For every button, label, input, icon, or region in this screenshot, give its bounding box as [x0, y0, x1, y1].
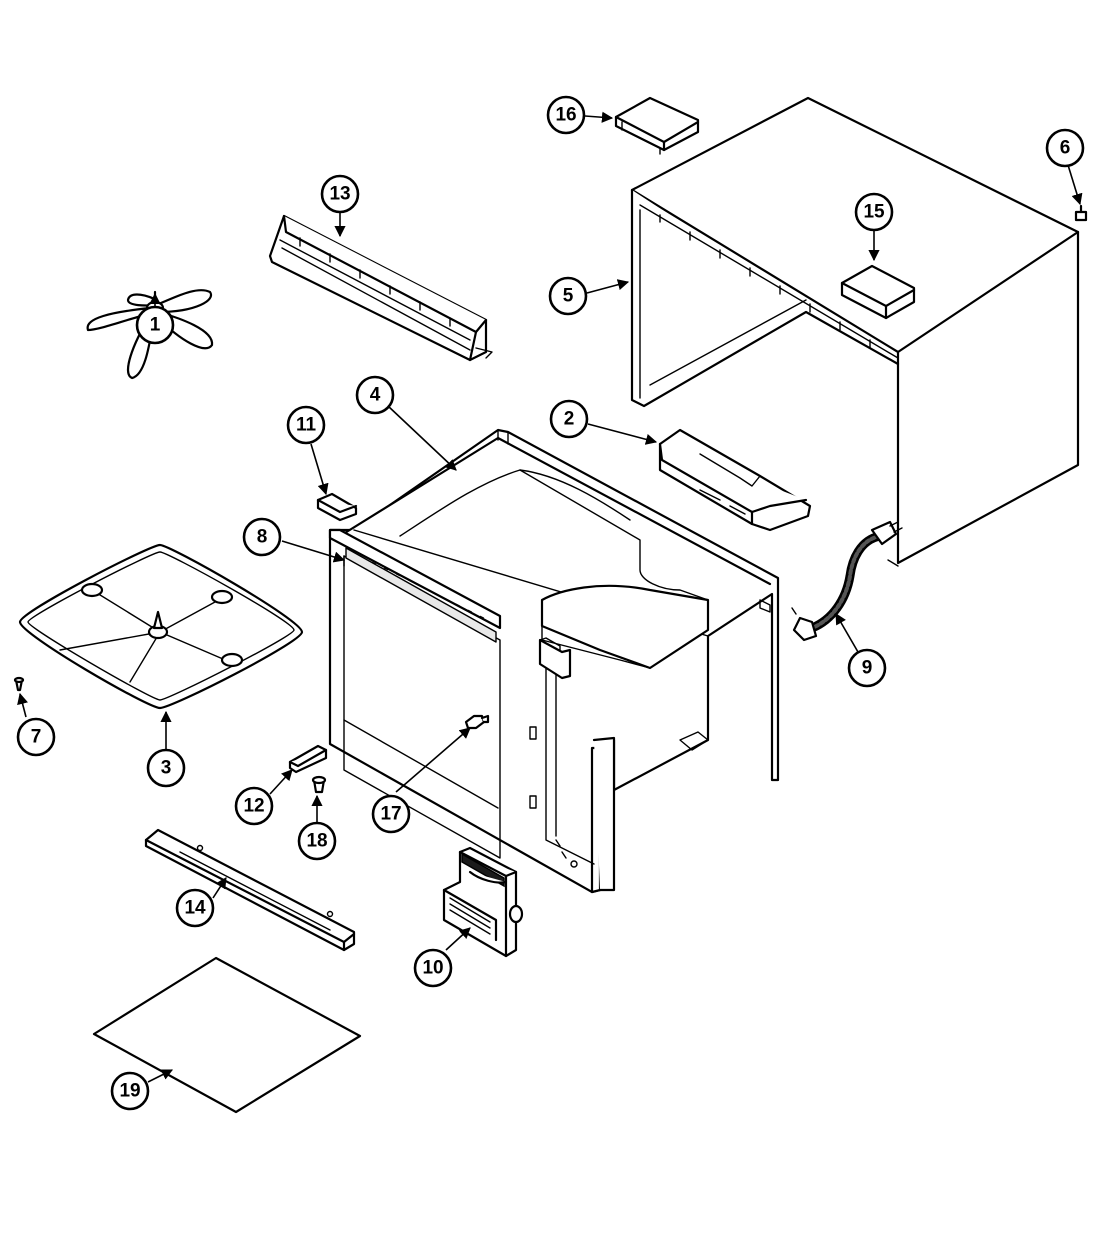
callout-label: 13	[329, 184, 350, 205]
callout-6: 6	[1045, 128, 1085, 168]
part-small-bracket-11	[316, 492, 358, 522]
part-screw-18	[311, 775, 327, 794]
callout-1: 1	[135, 305, 175, 345]
callout-4: 4	[355, 375, 395, 415]
callout-label: 4	[370, 385, 381, 406]
callout-label: 19	[119, 1081, 140, 1102]
callout-2: 2	[549, 399, 589, 439]
callout-19: 19	[110, 1071, 150, 1111]
callout-label: 9	[862, 658, 873, 679]
part-screw-6	[1074, 204, 1088, 222]
callout-label: 16	[555, 105, 576, 126]
part-rail-14	[144, 828, 356, 952]
callout-9: 9	[847, 648, 887, 688]
callout-5: 5	[548, 276, 588, 316]
callout-label: 11	[296, 415, 317, 436]
callout-label: 12	[243, 796, 264, 817]
part-vent-grille	[268, 214, 493, 362]
callout-label: 6	[1060, 138, 1071, 159]
callout-label: 3	[161, 758, 172, 779]
part-screw-17	[464, 714, 490, 730]
part-power-cord	[791, 520, 903, 642]
callout-label: 5	[563, 286, 574, 307]
callout-7: 7	[16, 717, 56, 757]
callout-label: 8	[257, 527, 268, 548]
callout-label: 17	[380, 804, 401, 825]
callout-11: 11	[286, 405, 326, 445]
part-screw-7	[13, 676, 25, 692]
callout-15: 15	[854, 192, 894, 232]
callout-14: 14	[175, 888, 215, 928]
part-cabinet-bracket	[840, 264, 916, 320]
callout-3: 3	[146, 748, 186, 788]
callout-label: 15	[863, 202, 885, 223]
part-plate-19	[92, 956, 362, 1114]
callout-label: 1	[150, 315, 161, 336]
callout-8: 8	[242, 517, 282, 557]
callout-label: 7	[31, 727, 42, 748]
part-clip-12	[288, 744, 328, 774]
callout-label: 14	[184, 898, 206, 919]
callout-13: 13	[320, 174, 360, 214]
callout-16: 16	[546, 95, 586, 135]
callout-12: 12	[234, 786, 274, 826]
leader-lines	[17, 111, 1083, 1083]
part-top-bracket	[614, 96, 700, 155]
part-latch-assembly	[442, 846, 524, 958]
callout-label: 2	[564, 409, 575, 430]
part-front-frame	[328, 528, 572, 680]
part-air-duct	[658, 428, 812, 532]
callout-17: 17	[371, 794, 411, 834]
callout-18: 18	[297, 821, 337, 861]
callout-label: 10	[422, 958, 443, 979]
callout-label: 18	[306, 831, 327, 852]
part-outer-cabinet	[630, 96, 1080, 567]
part-stirrer-cover	[18, 543, 304, 710]
callout-10: 10	[413, 948, 453, 988]
